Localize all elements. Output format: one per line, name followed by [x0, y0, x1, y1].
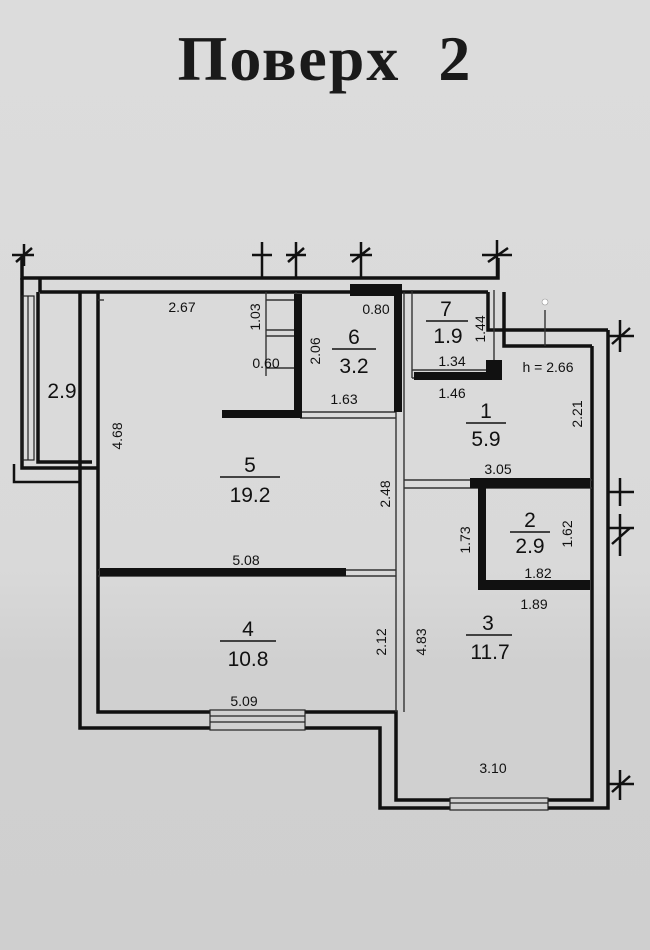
dim-h-2-66: h = 2.66 [523, 359, 574, 375]
page-title: Поверх 2 [177, 23, 473, 94]
dim-5-08: 5.08 [232, 552, 259, 568]
room-6-area: 3.2 [339, 355, 368, 378]
room-7-area: 1.9 [433, 325, 462, 348]
room-2-number: 2 [524, 509, 536, 532]
room-1-number: 1 [480, 400, 492, 423]
dim-1-34: 1.34 [438, 353, 465, 369]
thick-walls [100, 284, 590, 590]
dim-1-46: 1.46 [438, 385, 465, 401]
dim-5-09: 5.09 [230, 693, 257, 709]
dim-1-03: 1.03 [247, 303, 263, 330]
room-labels: 2.9 1 5.9 2 2.9 3 11.7 4 10.8 5 19.2 6 3… [47, 298, 550, 671]
dim-3-10: 3.10 [479, 760, 506, 776]
room-3-area: 11.7 [470, 641, 509, 664]
room-4-area: 10.8 [228, 648, 269, 671]
dim-3-05: 3.05 [484, 461, 511, 477]
dim-1-73: 1.73 [457, 526, 473, 553]
dim-2-21: 2.21 [569, 400, 585, 427]
dim-1-63: 1.63 [330, 391, 357, 407]
dimension-labels: 2.67 1.03 0.80 1.44 0.60 2.06 1.34 h = 2… [109, 299, 585, 776]
dim-2-67: 2.67 [168, 299, 195, 315]
room-5-area: 19.2 [230, 484, 271, 507]
outer-walls [12, 258, 610, 810]
dim-2-48: 2.48 [377, 480, 393, 507]
room-balcony-area: 2.9 [47, 380, 76, 403]
dim-1-89: 1.89 [520, 596, 547, 612]
room-6-number: 6 [348, 326, 360, 349]
dim-2-12: 2.12 [373, 628, 389, 655]
dim-1-44: 1.44 [472, 315, 488, 342]
dim-0-80-top: 0.80 [362, 301, 389, 317]
room-7-number: 7 [440, 298, 452, 321]
dim-1-62: 1.62 [559, 520, 575, 547]
interior-walls [98, 290, 592, 712]
axis-markers [12, 240, 634, 800]
room-1-area: 5.9 [471, 428, 500, 451]
dim-1-82: 1.82 [524, 565, 551, 581]
dim-0-60: 0.60 [252, 355, 279, 371]
room-4-number: 4 [242, 618, 254, 641]
room-5-number: 5 [244, 454, 256, 477]
windows [21, 295, 549, 811]
room-3-number: 3 [482, 612, 494, 635]
dim-2-06: 2.06 [307, 337, 323, 364]
dim-4-83: 4.83 [413, 628, 429, 655]
room-2-area: 2.9 [515, 535, 544, 558]
dim-4-68: 4.68 [109, 422, 125, 449]
